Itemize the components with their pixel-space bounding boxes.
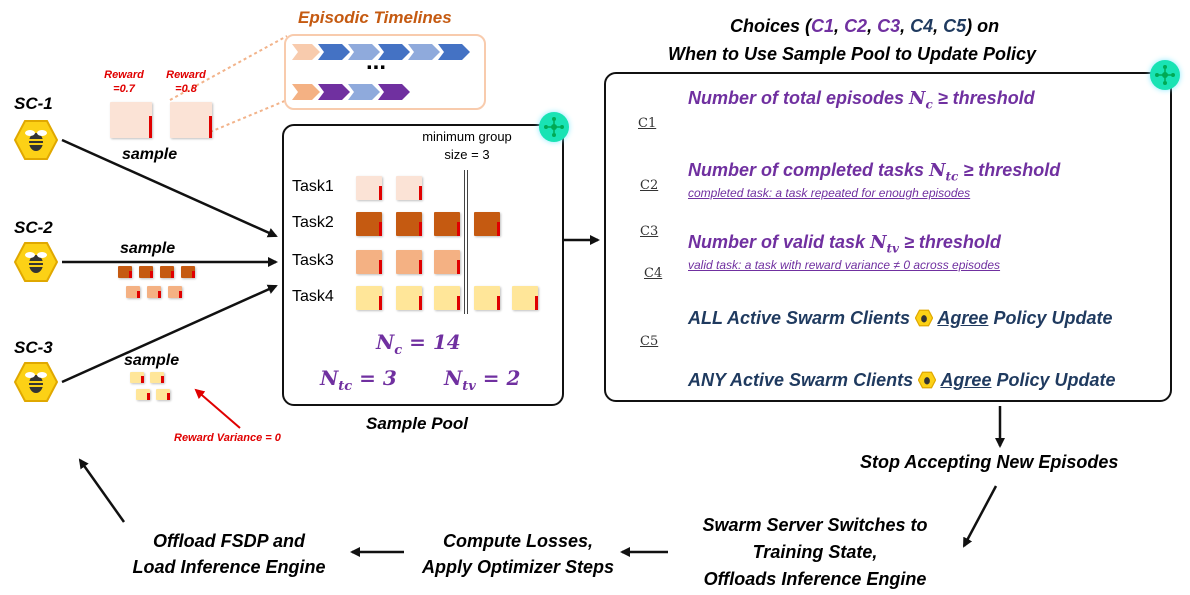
episode-square [130,372,144,383]
episode-square [170,102,212,138]
client-label-3: SC-3 [14,338,53,357]
network-node-icon[interactable] [539,112,569,142]
episode-square [160,266,174,278]
episode-square [434,286,460,310]
bee-hex-icon[interactable] [14,360,58,404]
metric-nc: Nc = 14 [376,330,461,358]
episode-square [396,176,422,200]
episode-square [356,176,382,200]
timeline-chevrons-bottom [292,84,410,100]
choice-c2: Number of completed tasks Ntc ≥ threshol… [688,160,1061,184]
episode-square [474,212,500,236]
reward-label-1: Reward =0.7 [104,69,144,95]
arrow-to-clients [78,458,126,523]
step-switch-training: Swarm Server Switches to Training State,… [702,515,928,589]
bee-hex-icon[interactable] [14,118,58,162]
min-group-divider [464,170,468,314]
choice-c1: Number of total episodes Nc ≥ threshold [688,88,1035,112]
choices-title-line1: Choices (C1, C2, C3, C4, C5) on [730,16,1000,36]
choice-c3: Number of valid task Ntv ≥ threshold [688,232,1001,256]
timelines-ellipsis: ... [366,48,387,75]
arrow-variance [194,388,241,429]
episode-square [147,286,161,298]
choice-tag-c1: C1 [638,116,657,131]
episode-square [110,102,152,138]
episode-square [118,266,132,278]
sample-label-2: sample [120,240,176,257]
episode-square [512,286,538,310]
timelines-title: Episodic Timelines [298,8,452,27]
sample-label-3: sample [124,352,180,369]
reward-variance-label: Reward Variance = 0 [174,432,281,444]
episode-square [356,286,382,310]
episode-square [356,212,382,236]
choice-c3-note: valid task: a task with reward variance … [688,258,1001,272]
metric-ntc: Ntc = 3 [320,366,397,394]
reward-label-2: Reward =0.8 [166,69,206,95]
choice-tag-c3: C3 [640,224,659,239]
sample-pool-box [282,124,564,406]
episode-square [396,286,422,310]
episode-square [396,212,422,236]
choices-title-line2: When to Use Sample Pool to Update Policy [668,44,1037,64]
episode-square [181,266,195,278]
episode-square [168,286,182,298]
episode-square [150,372,164,383]
arrow-sc3-to-pool [61,284,278,384]
min-group-label: minimum group size = 3 [422,129,512,162]
episode-square [156,389,170,400]
choice-tag-c2: C2 [640,178,659,193]
dotted-link-top [169,35,288,101]
client-label-2: SC-2 [14,218,53,237]
choice-tag-c4: C4 [644,266,663,281]
episode-square [434,212,460,236]
choices-box [604,72,1172,402]
timelines-panel [284,34,486,110]
episode-square [434,250,460,274]
bee-hex-icon[interactable] [14,240,58,284]
dotted-link-bottom [209,99,288,133]
task-label-1: Task1 [292,178,334,195]
sample-label-1: sample [122,146,178,163]
arrow-sc1-to-pool [61,138,278,238]
step-stop-accepting: Stop Accepting New Episodes [860,452,1119,472]
network-node-icon[interactable] [1150,60,1180,90]
choice-c4: ALL Active Swarm Clients Agree Policy Up… [688,308,1113,328]
arrow-to-switch [962,485,998,548]
step-offload-fsdp: Offload FSDP and Load Inference Engine [132,531,326,577]
choice-c2-note: completed task: a task repeated for enou… [688,186,971,200]
episode-square [474,286,500,310]
episode-square [396,250,422,274]
client-label-1: SC-1 [14,94,53,113]
episode-square [136,389,150,400]
bee-hex-icon [917,371,937,389]
metric-ntv: Ntv = 2 [444,366,521,394]
sample-pool-caption: Sample Pool [366,414,469,433]
step-compute-losses: Compute Losses, Apply Optimizer Steps [421,531,615,577]
episode-square [139,266,153,278]
episode-square [126,286,140,298]
choice-c5: ANY Active Swarm Clients Agree Policy Up… [688,370,1116,390]
bee-hex-icon [914,309,934,327]
episode-square [356,250,382,274]
task-label-3: Task3 [292,252,334,269]
task-label-4: Task4 [292,288,334,305]
timeline-chevrons-top [292,44,470,60]
choice-tag-c5: C5 [640,334,659,349]
task-label-2: Task2 [292,214,334,231]
